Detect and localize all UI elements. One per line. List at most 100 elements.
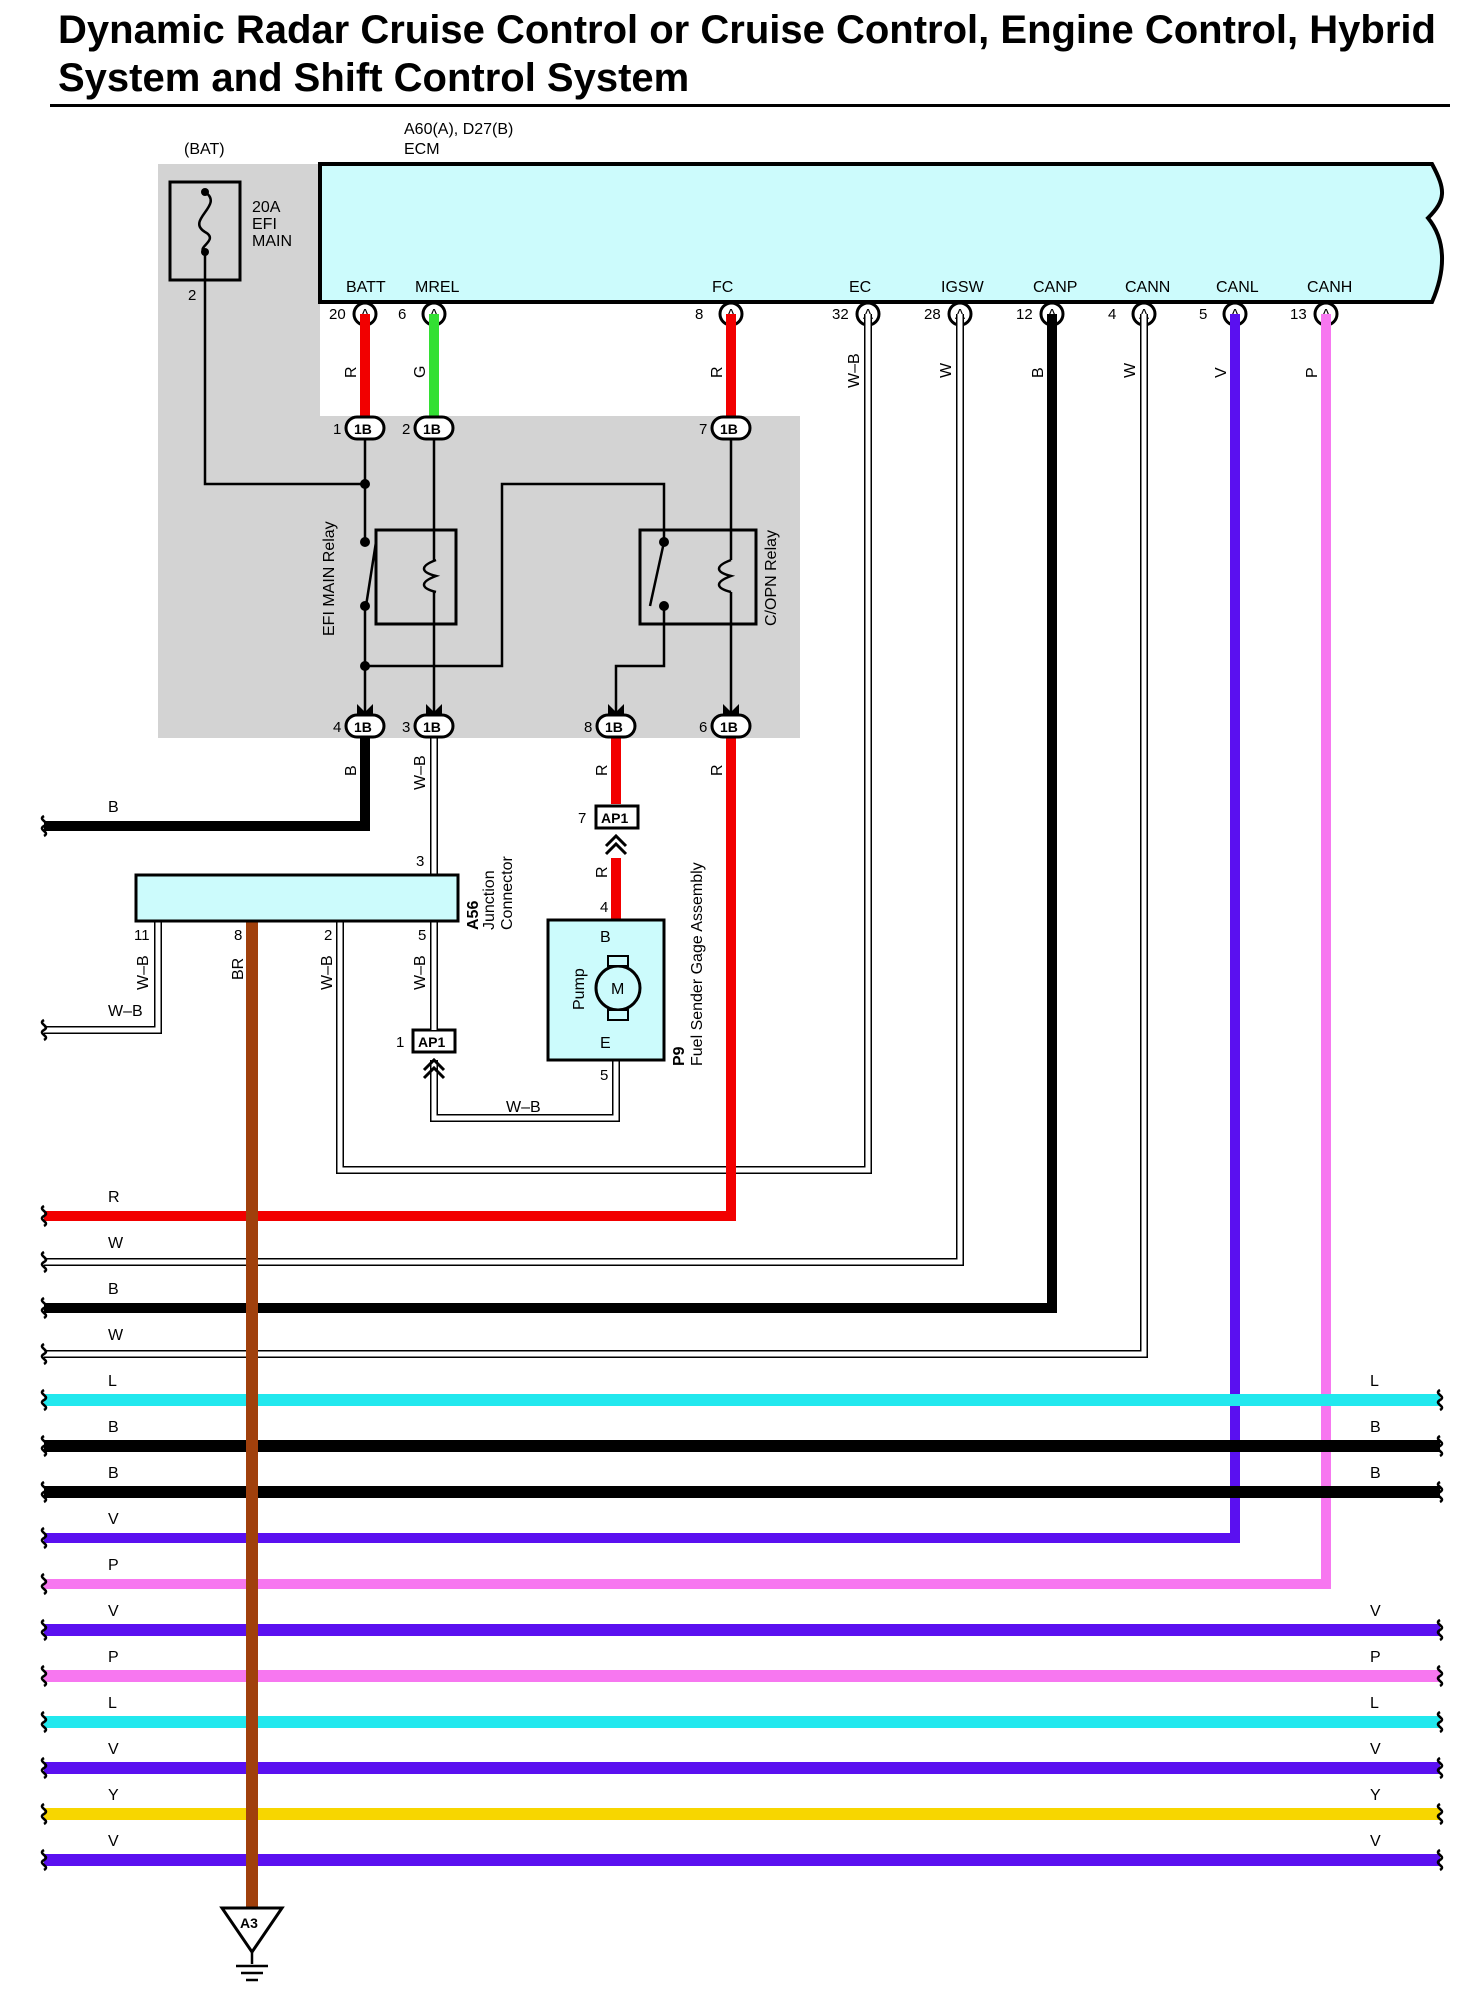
wire-fuse-to-relay <box>203 252 365 486</box>
ecm-terminal-ec: EC <box>849 279 871 296</box>
battery-label: (BAT) <box>184 141 225 158</box>
bus-wire-left-label-10: P <box>108 1557 119 1574</box>
wire-junction-11 <box>44 921 161 1033</box>
fuse-name-main: MAIN <box>252 233 292 250</box>
wire-label-ground: BR <box>230 958 247 980</box>
bus-wire-left-break-4 <box>40 1296 48 1320</box>
bus-wire-right-break-8 <box>1436 1480 1444 1504</box>
junction-name-1: Junction <box>481 870 498 930</box>
efi-main-relay <box>374 528 458 626</box>
fuel-pump-box <box>546 918 666 1062</box>
page-title: Dynamic Radar Cruise Control or Cruise C… <box>58 8 1436 100</box>
pump-pin-b: 4 <box>600 899 608 916</box>
bus-wire-left-label-6: L <box>108 1373 117 1390</box>
wire-label-junction-5: W–B <box>412 955 429 990</box>
bus-wire-left-break-16 <box>40 1848 48 1872</box>
bus-wire-right-break-16 <box>1436 1848 1444 1872</box>
bus-wire-left-break-9 <box>40 1526 48 1550</box>
ap1-top-chevron-a <box>604 833 628 848</box>
copn-relay-label: C/OPN Relay <box>763 530 780 626</box>
ecm-pin-number-mrel: 6 <box>398 306 406 323</box>
junction-code: A56 <box>465 901 482 930</box>
wire-relay-cross <box>365 482 666 668</box>
bus-wire-left-label-3: W <box>108 1235 124 1252</box>
ap1-top-chevron-b <box>604 841 628 856</box>
bus-wire-left-label-0: B <box>108 799 119 816</box>
wire-label-pump-e: W–B <box>506 1099 541 1116</box>
pump-terminal-e: E <box>600 1035 611 1052</box>
junction-pin-5: 5 <box>418 927 426 944</box>
wire-label-cann: W <box>1122 362 1139 378</box>
wire-canh <box>44 314 1331 1589</box>
bus-wire-right-break-11 <box>1436 1618 1444 1642</box>
relay-bottom-pin-3: 3 <box>402 719 410 736</box>
wire-pump-e <box>431 1060 619 1121</box>
bus-wire-right-label-8: B <box>1370 1465 1381 1482</box>
ap1-bottom-chevron-b <box>422 1065 446 1080</box>
bus-wire-left-break-1 <box>40 1018 48 1042</box>
bus-wire-right-label-14: V <box>1370 1741 1381 1758</box>
bus-wire-left-break-14 <box>40 1756 48 1780</box>
ecm-terminal-canl: CANL <box>1216 279 1259 296</box>
ecm-pin-number-igsw: 28 <box>924 306 941 323</box>
bus-wire-left-label-9: V <box>108 1511 119 1528</box>
wire-relay-pin8 <box>614 606 666 714</box>
bus-wire-right-label-13: L <box>1370 1695 1379 1712</box>
relay-bottom-connector-3-label: 1B <box>423 719 441 735</box>
wire-label-canp: B <box>1030 367 1047 378</box>
bus-wire-left-label-5: W <box>108 1327 124 1344</box>
bus-wire-left-break-8 <box>40 1480 48 1504</box>
junction-name-2: Connector <box>499 856 516 930</box>
relay-bottom-connector-3 <box>413 713 455 739</box>
pump-terminal-b: B <box>600 929 611 946</box>
junction-pin-8: 8 <box>234 927 242 944</box>
ecm-box <box>318 162 1445 304</box>
wire-label-pin6: R <box>709 764 726 776</box>
efi-relay-switch <box>364 541 378 607</box>
fuse-name-efi: EFI <box>252 216 277 233</box>
bus-wire-left-label-2: R <box>108 1189 120 1206</box>
pump-pin-e: 5 <box>600 1067 608 1084</box>
ecm-terminal-canh: CANH <box>1307 279 1352 296</box>
ap1-top-pin: 7 <box>578 810 586 827</box>
relay-bottom-pin-4: 4 <box>333 719 341 736</box>
wire-label-pin4: B <box>343 765 360 776</box>
junction-pin-3: 3 <box>416 853 424 870</box>
bus-wire-right-break-6 <box>1436 1388 1444 1412</box>
copn-relay-switch <box>648 541 666 607</box>
wire-label-ec: W–B <box>846 353 863 388</box>
fuse-pin: 2 <box>188 287 196 304</box>
wire-pin4-b <box>44 726 370 831</box>
relay-top-connector-1-label: 1B <box>354 421 372 437</box>
bus-wire-left-break-0 <box>40 814 48 838</box>
bus-wire-left-break-7 <box>40 1434 48 1458</box>
efi-switch-bottom <box>360 601 370 611</box>
pump-motor-top <box>607 955 629 967</box>
bus-wire-right-label-12: P <box>1370 1649 1381 1666</box>
relay-bottom-connector-8-label: 1B <box>605 719 623 735</box>
copn-relay <box>638 528 758 626</box>
wire-label-pin3: W–B <box>412 755 429 790</box>
ecm-pin-number-canh: 13 <box>1290 306 1307 323</box>
bus-wire-left-label-15: Y <box>108 1787 119 1804</box>
relay-bottom-connector-4 <box>344 713 386 739</box>
ecm-terminal-fc: FC <box>712 279 733 296</box>
ecm-terminal-canp: CANP <box>1033 279 1077 296</box>
junction-connector <box>134 873 460 923</box>
ecm-pin-number-cann: 4 <box>1108 306 1116 323</box>
wire-label-pin8: R <box>594 764 611 776</box>
ap1-bottom-label: AP1 <box>418 1034 445 1050</box>
ground-triangle <box>219 1906 285 1955</box>
relay-top-connector-1 <box>344 415 386 441</box>
bus-wire-left-label-13: L <box>108 1695 117 1712</box>
relay-bottom-pin-6: 6 <box>699 719 707 736</box>
bus-wire-left-break-13 <box>40 1710 48 1734</box>
ecm-pin-number-canl: 5 <box>1199 306 1207 323</box>
ecm-terminal-batt: BATT <box>346 279 386 296</box>
wire-label-batt: R <box>343 366 360 378</box>
bus-wire-right-label-11: V <box>1370 1603 1381 1620</box>
wire-label-fc: R <box>709 366 726 378</box>
bus-wire-right-break-14 <box>1436 1756 1444 1780</box>
bus-wire-right-label-6: L <box>1370 1373 1379 1390</box>
